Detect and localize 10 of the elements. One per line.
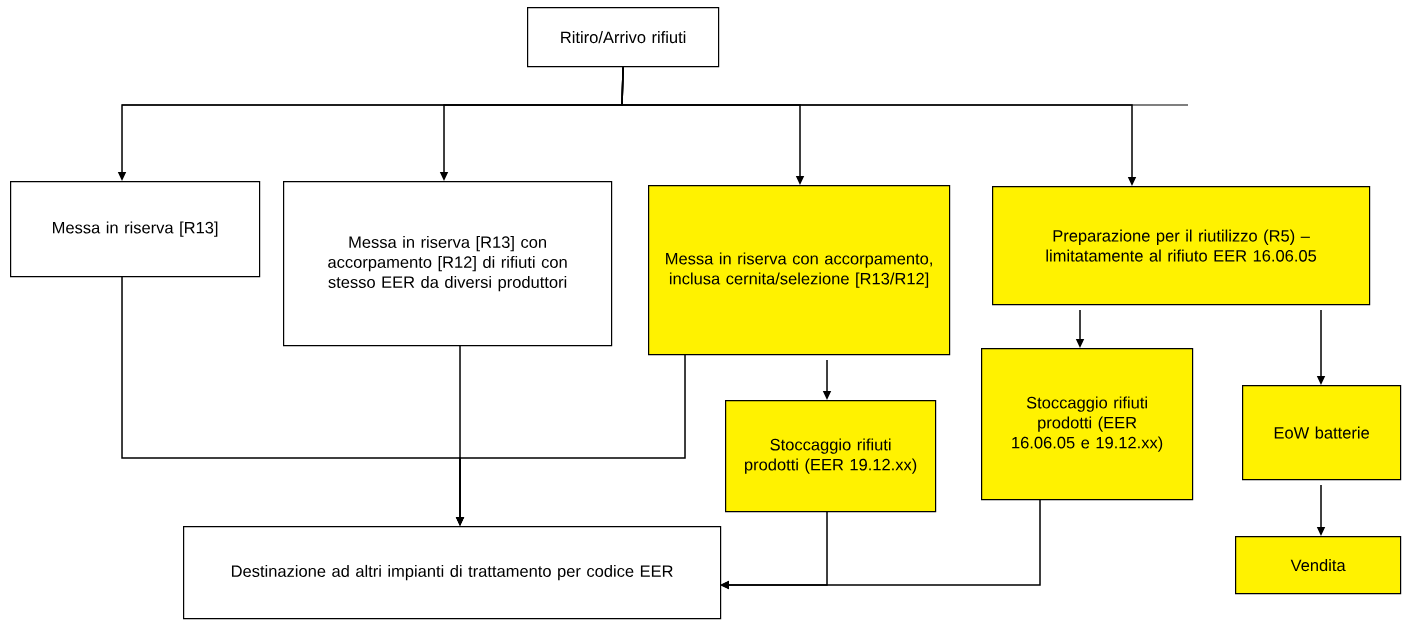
process-box: Destinazione ad altri impianti di trattamento per codice EER bbox=[183, 526, 722, 620]
process-box: Stoccaggio rifiuti prodotti (EER 19.12.xx) bbox=[725, 400, 937, 513]
process-box: Vendita bbox=[1235, 536, 1402, 595]
process-box: EoW batterie bbox=[1242, 385, 1402, 481]
process-box: Messa in riserva [R13] con accorpamento [R12] di rifiuti con stesso EER da diversi produttori bbox=[283, 181, 613, 347]
process-box: Preparazione per il riutilizzo (R5) – limitatamente al rifiuto EER 16.06.05 bbox=[992, 186, 1371, 306]
process-box: Ritiro/Arrivo rifiuti bbox=[527, 7, 720, 68]
process-box: Stoccaggio rifiuti prodotti (EER 16.06.05 e 19.12.xx) bbox=[981, 348, 1194, 501]
process-box: Messa in riserva [R13] bbox=[10, 181, 261, 278]
process-box: Messa in riserva con accorpamento, inclusa cernita/selezione [R13/R12] bbox=[648, 185, 951, 356]
